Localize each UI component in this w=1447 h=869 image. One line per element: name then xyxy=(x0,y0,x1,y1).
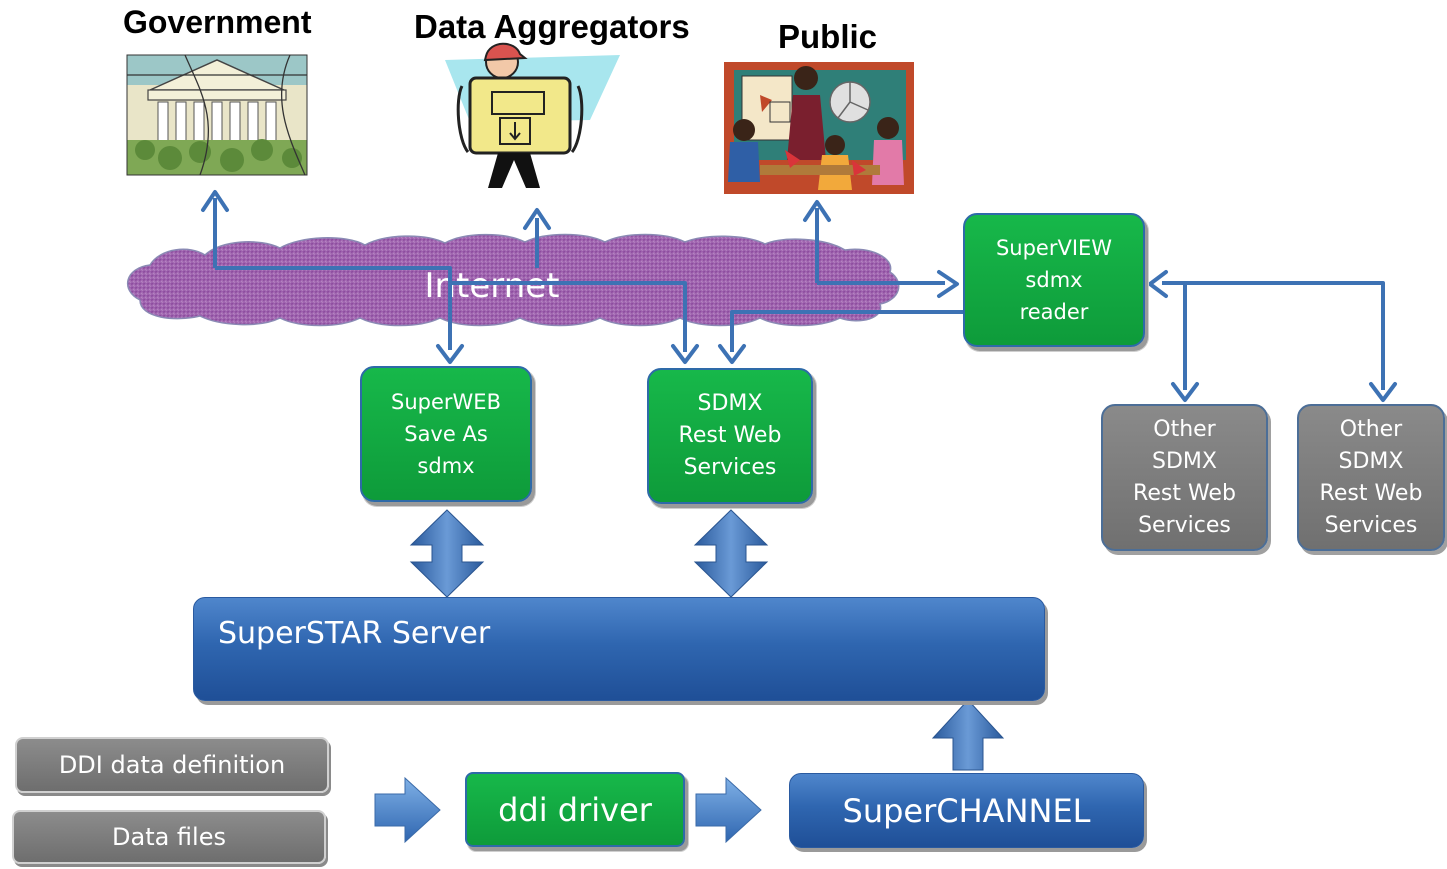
arrowhead-other-1 xyxy=(1171,382,1199,402)
connector-sdmx-to-superview xyxy=(730,310,963,352)
thin-connectors xyxy=(213,198,1385,390)
ddi-data-definition-box: DDI data definition xyxy=(15,737,329,793)
other-sdmx-rest-web-services-box-1: Other SDMX Rest Web Services xyxy=(1101,404,1268,551)
arrowhead-sdmx-a xyxy=(671,344,699,364)
arrowhead-public xyxy=(803,200,831,222)
government-label: Government xyxy=(123,4,312,40)
public-classroom-image xyxy=(724,62,914,194)
arrowhead-other-2 xyxy=(1369,382,1397,402)
superstar-server-box: SuperSTAR Server xyxy=(193,597,1045,701)
right-arrow-inputs-to-driver xyxy=(374,776,441,844)
internet-label: Internet xyxy=(424,266,559,306)
data-aggregators-label: Data Aggregators xyxy=(414,8,690,45)
up-arrow-superchannel-superstar xyxy=(931,699,1005,771)
double-arrow-sdmx-superstar xyxy=(693,509,769,598)
government-building-image xyxy=(126,54,308,176)
internet-cloud: Internet xyxy=(126,233,900,327)
superweb-save-as-sdmx-box: SuperWEB Save As sdmx xyxy=(360,366,532,502)
thin-arrowheads xyxy=(201,190,1397,402)
connector-superview-to-others xyxy=(1162,281,1385,390)
double-arrow-superweb-superstar xyxy=(409,509,485,598)
arrowhead-superview-right xyxy=(1148,270,1168,298)
arrowhead-superview-in xyxy=(937,270,959,298)
ddi-driver-box: ddi driver xyxy=(465,772,685,847)
other-sdmx-rest-web-services-box-2: Other SDMX Rest Web Services xyxy=(1297,404,1445,551)
arrowhead-sdmx-b xyxy=(718,344,746,364)
connector-cloud-to-sdmx-a xyxy=(450,281,687,352)
superchannel-box: SuperCHANNEL xyxy=(789,773,1144,848)
data-files-box: Data files xyxy=(12,810,326,864)
arrowhead-superweb xyxy=(436,344,464,364)
data-aggregator-image xyxy=(445,42,620,188)
connector-cloud-to-superweb xyxy=(215,266,452,350)
arrowhead-aggregators xyxy=(523,208,551,230)
right-arrow-driver-to-superchannel xyxy=(695,776,762,844)
superview-sdmx-reader-box: SuperVIEW sdmx reader xyxy=(963,213,1145,347)
arrowhead-government xyxy=(201,190,229,212)
public-label: Public xyxy=(778,18,878,55)
sdmx-rest-web-services-box: SDMX Rest Web Services xyxy=(647,368,813,504)
